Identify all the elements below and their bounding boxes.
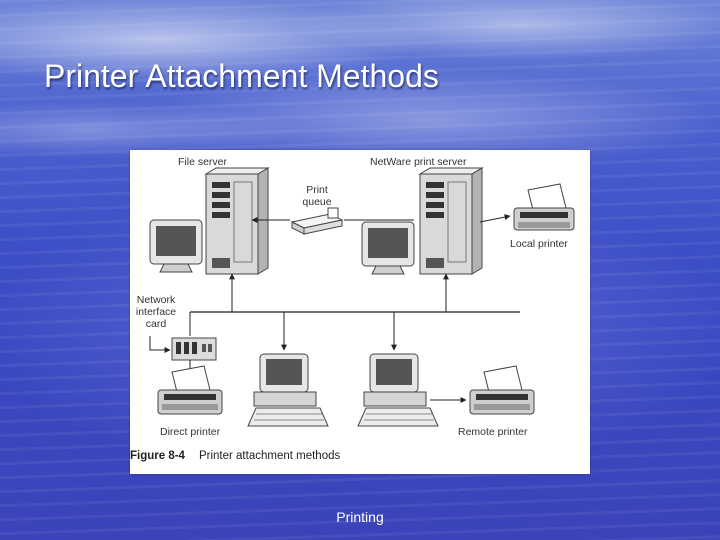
label-network-interface-card: Network interface card (134, 294, 178, 330)
local-printer-icon (514, 184, 574, 230)
label-nic-line1: Network (134, 294, 178, 306)
figure-panel: File server NetWare print server Print q… (130, 150, 590, 474)
label-nic-line2: interface (134, 306, 178, 318)
direct-printer-icon (158, 366, 222, 414)
label-print-queue-line2: queue (296, 196, 338, 208)
slide-title: Printer Attachment Methods (44, 58, 439, 95)
print-server-monitor-icon (362, 222, 414, 274)
print-server-icon (420, 168, 482, 274)
label-remote-printer: Remote printer (458, 426, 527, 438)
label-netware-print-server: NetWare print server (370, 156, 466, 168)
nic-pointer (150, 336, 170, 350)
workstation-2-icon (358, 354, 438, 426)
label-file-server: File server (178, 156, 227, 168)
workstation-1-icon (248, 354, 328, 426)
local-printer-arrow (480, 216, 510, 222)
file-server-icon (206, 168, 268, 274)
figure-caption-text: Printer attachment methods (199, 450, 340, 462)
label-direct-printer: Direct printer (160, 426, 220, 438)
figure-number: Figure 8-4 (130, 450, 185, 462)
label-print-queue-line1: Print (296, 184, 338, 196)
slide-footer: Printing (0, 509, 720, 525)
label-local-printer: Local printer (510, 238, 568, 250)
network-interface-card-icon (172, 338, 216, 360)
remote-printer-icon (470, 366, 534, 414)
label-nic-line3: card (134, 318, 178, 330)
figure-caption: Figure 8-4 Printer attachment methods (130, 450, 340, 462)
file-server-monitor-icon (150, 220, 202, 272)
print-queue-icon (292, 208, 342, 234)
label-print-queue: Print queue (296, 184, 338, 208)
